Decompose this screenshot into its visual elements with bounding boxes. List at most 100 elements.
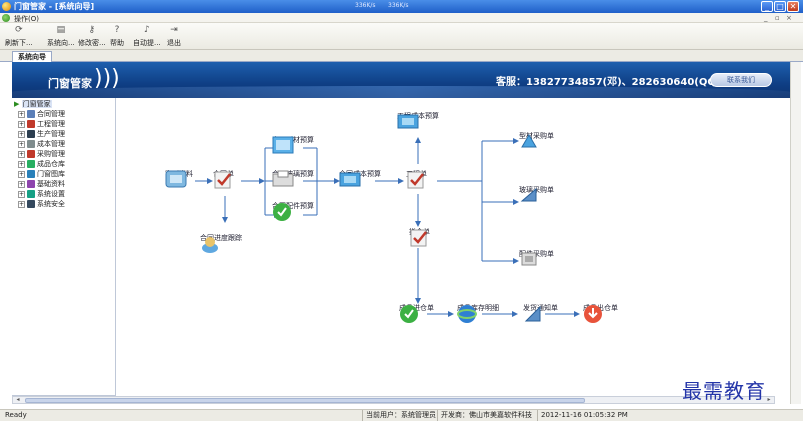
tracking-icon bbox=[202, 237, 218, 253]
tree-item[interactable]: + 生产管理 bbox=[18, 130, 65, 139]
node-outbound[interactable]: 成品出仓单 bbox=[583, 304, 618, 323]
horizontal-scrollbar[interactable]: ◂ ▸ bbox=[12, 396, 775, 404]
folder-icon bbox=[27, 130, 35, 138]
status-bar: Ready 当前用户：系统管理员 开发商：佛山市美嘉软件科技 2012-11-1… bbox=[0, 409, 803, 421]
mdi-close-button[interactable]: × bbox=[786, 14, 792, 22]
speaker-icon: ♪ bbox=[143, 25, 150, 35]
expand-icon[interactable]: + bbox=[18, 190, 25, 198]
vertical-scrollbar[interactable] bbox=[790, 62, 801, 404]
mdi-restore-button[interactable]: ▫ bbox=[775, 14, 780, 22]
scroll-left-icon[interactable]: ◂ bbox=[16, 396, 20, 403]
node-order[interactable]: 指令单 bbox=[409, 228, 430, 247]
tree-item[interactable]: +工程管理 bbox=[18, 120, 65, 129]
status-developer: 开发商：佛山市美嘉软件科技 bbox=[437, 410, 532, 421]
download-speed: 336K/s bbox=[388, 2, 409, 9]
help-icon: ? bbox=[114, 25, 120, 35]
delivery-icon bbox=[524, 305, 541, 322]
exit-button[interactable]: ⇥退出 bbox=[167, 25, 181, 47]
expand-icon[interactable]: + bbox=[18, 130, 25, 138]
exit-icon: ⇥ bbox=[170, 25, 178, 35]
folder-icon bbox=[27, 180, 35, 188]
scroll-right-icon[interactable]: ▸ bbox=[767, 396, 771, 403]
node-delivery[interactable]: 发货通知单 bbox=[523, 304, 558, 322]
contact-us-button[interactable]: 联系我们 bbox=[710, 73, 772, 87]
node-cost-budget[interactable]: 合同成本预算 bbox=[339, 170, 381, 187]
node-parts-budget[interactable]: 合同配件预算 bbox=[272, 202, 314, 221]
folder-icon bbox=[27, 170, 35, 178]
node-glass-budget[interactable]: 合同玻璃预算 bbox=[272, 170, 314, 187]
auto-reminder-button[interactable]: ♪自动提... bbox=[133, 25, 161, 47]
node-profile-purchase[interactable]: 型材采购单 bbox=[519, 132, 554, 148]
app-icon[interactable] bbox=[2, 2, 11, 11]
tree-root[interactable]: ▶ 门窗管家 bbox=[14, 100, 52, 108]
wizard-button[interactable]: ▤系统向... bbox=[47, 25, 75, 47]
node-inbound[interactable]: 成品进仓单 bbox=[399, 304, 434, 323]
node-glass-purchase[interactable]: 玻璃采购单 bbox=[519, 186, 554, 202]
title-bar: 门窗管家 - [系统向导] 336K/s 336K/s _ □ ✕ bbox=[0, 0, 803, 13]
folder-icon bbox=[27, 190, 35, 198]
tree-item-label: 系统安全 bbox=[37, 200, 65, 208]
refresh-icon: ⟳ bbox=[15, 25, 23, 35]
key-icon: ⚷ bbox=[88, 25, 96, 35]
expand-icon[interactable]: + bbox=[18, 120, 25, 128]
expand-icon[interactable]: + bbox=[18, 160, 25, 168]
tree-item-label: 成品仓库 bbox=[37, 160, 65, 168]
expand-icon[interactable]: + bbox=[18, 180, 25, 188]
change-password-button[interactable]: ⚷修改密... bbox=[78, 25, 106, 47]
node-parts-purchase[interactable]: 配件采购单 bbox=[519, 250, 554, 266]
project-icon bbox=[407, 171, 424, 189]
tree-item-label: 成本管理 bbox=[37, 140, 65, 148]
folder-icon bbox=[27, 110, 35, 118]
tree-item[interactable]: + 系统设置 bbox=[18, 190, 65, 199]
tree-item[interactable]: +合同管理 bbox=[18, 110, 65, 119]
help-button[interactable]: ?帮助 bbox=[110, 25, 124, 47]
project-cost-budget-icon bbox=[397, 114, 419, 129]
close-button[interactable]: ✕ bbox=[787, 1, 799, 12]
tree-item[interactable]: + 成品仓库 bbox=[18, 160, 65, 169]
node-stock[interactable]: 成品库存明细 bbox=[457, 304, 499, 323]
node-profile[interactable]: 窗型资料 bbox=[165, 170, 193, 188]
toolbar: ⟳刷新下... ▤系统向... ⚷修改密... ?帮助 ♪自动提... ⇥退出 bbox=[0, 23, 803, 50]
inbound-icon bbox=[400, 305, 418, 323]
tree-item[interactable]: +门窗图库 bbox=[18, 170, 65, 179]
minimize-button[interactable]: _ bbox=[761, 1, 773, 12]
expand-icon[interactable]: + bbox=[18, 170, 25, 178]
menu-globe-icon bbox=[2, 14, 10, 22]
folder-icon bbox=[27, 160, 35, 168]
expand-icon[interactable]: + bbox=[18, 110, 25, 118]
tree-item-label: 系统设置 bbox=[37, 190, 65, 198]
menu-operate[interactable]: 操作(O) bbox=[14, 15, 39, 23]
tree-item[interactable]: + 基础资料 bbox=[18, 180, 65, 189]
profile-icon bbox=[165, 170, 187, 188]
workflow-diagram: 窗型资料 合同单 合同进度跟踪 合同型材预算 合同玻璃预算 合同配件预算 合同成… bbox=[117, 98, 790, 396]
maximize-button[interactable]: □ bbox=[774, 1, 786, 12]
node-project-cost-budget[interactable]: 工程成本预算 bbox=[397, 112, 439, 129]
tree-item[interactable]: + 系统安全 bbox=[18, 200, 65, 209]
refresh-button[interactable]: ⟳刷新下... bbox=[5, 25, 33, 47]
folder-icon bbox=[27, 140, 35, 148]
upload-speed: 336K/s bbox=[355, 2, 376, 9]
node-project[interactable]: 工程单 bbox=[406, 170, 427, 189]
expand-icon[interactable]: + bbox=[18, 200, 25, 208]
order-icon bbox=[410, 229, 427, 247]
tree-item-label: 生产管理 bbox=[37, 130, 65, 138]
contract-icon bbox=[214, 171, 231, 189]
expand-icon[interactable]: + bbox=[18, 140, 25, 148]
folder-icon bbox=[27, 150, 35, 158]
tree-item[interactable]: +采购管理 bbox=[18, 150, 65, 159]
node-contract[interactable]: 合同单 bbox=[213, 170, 234, 189]
node-profile-budget[interactable]: 合同型材预算 bbox=[272, 136, 314, 154]
status-user: 当前用户：系统管理员 bbox=[362, 410, 436, 421]
glass-purchase-icon bbox=[520, 187, 537, 202]
mdi-minimize-button[interactable]: _ bbox=[764, 14, 768, 22]
tree-root-icon: ▶ bbox=[14, 100, 20, 108]
expand-icon[interactable]: + bbox=[18, 150, 25, 158]
tree-item[interactable]: + 成本管理 bbox=[18, 140, 65, 149]
folder-icon bbox=[27, 200, 35, 208]
node-tracking[interactable]: 合同进度跟踪 bbox=[200, 234, 242, 253]
tree-item-label: 基础资料 bbox=[37, 180, 65, 188]
tab-system-wizard[interactable]: 系统向导 bbox=[12, 51, 52, 62]
horizontal-scroll-thumb[interactable] bbox=[25, 398, 585, 403]
status-ready: Ready bbox=[5, 411, 27, 419]
window-title: 门窗管家 - [系统向导] bbox=[14, 2, 95, 11]
